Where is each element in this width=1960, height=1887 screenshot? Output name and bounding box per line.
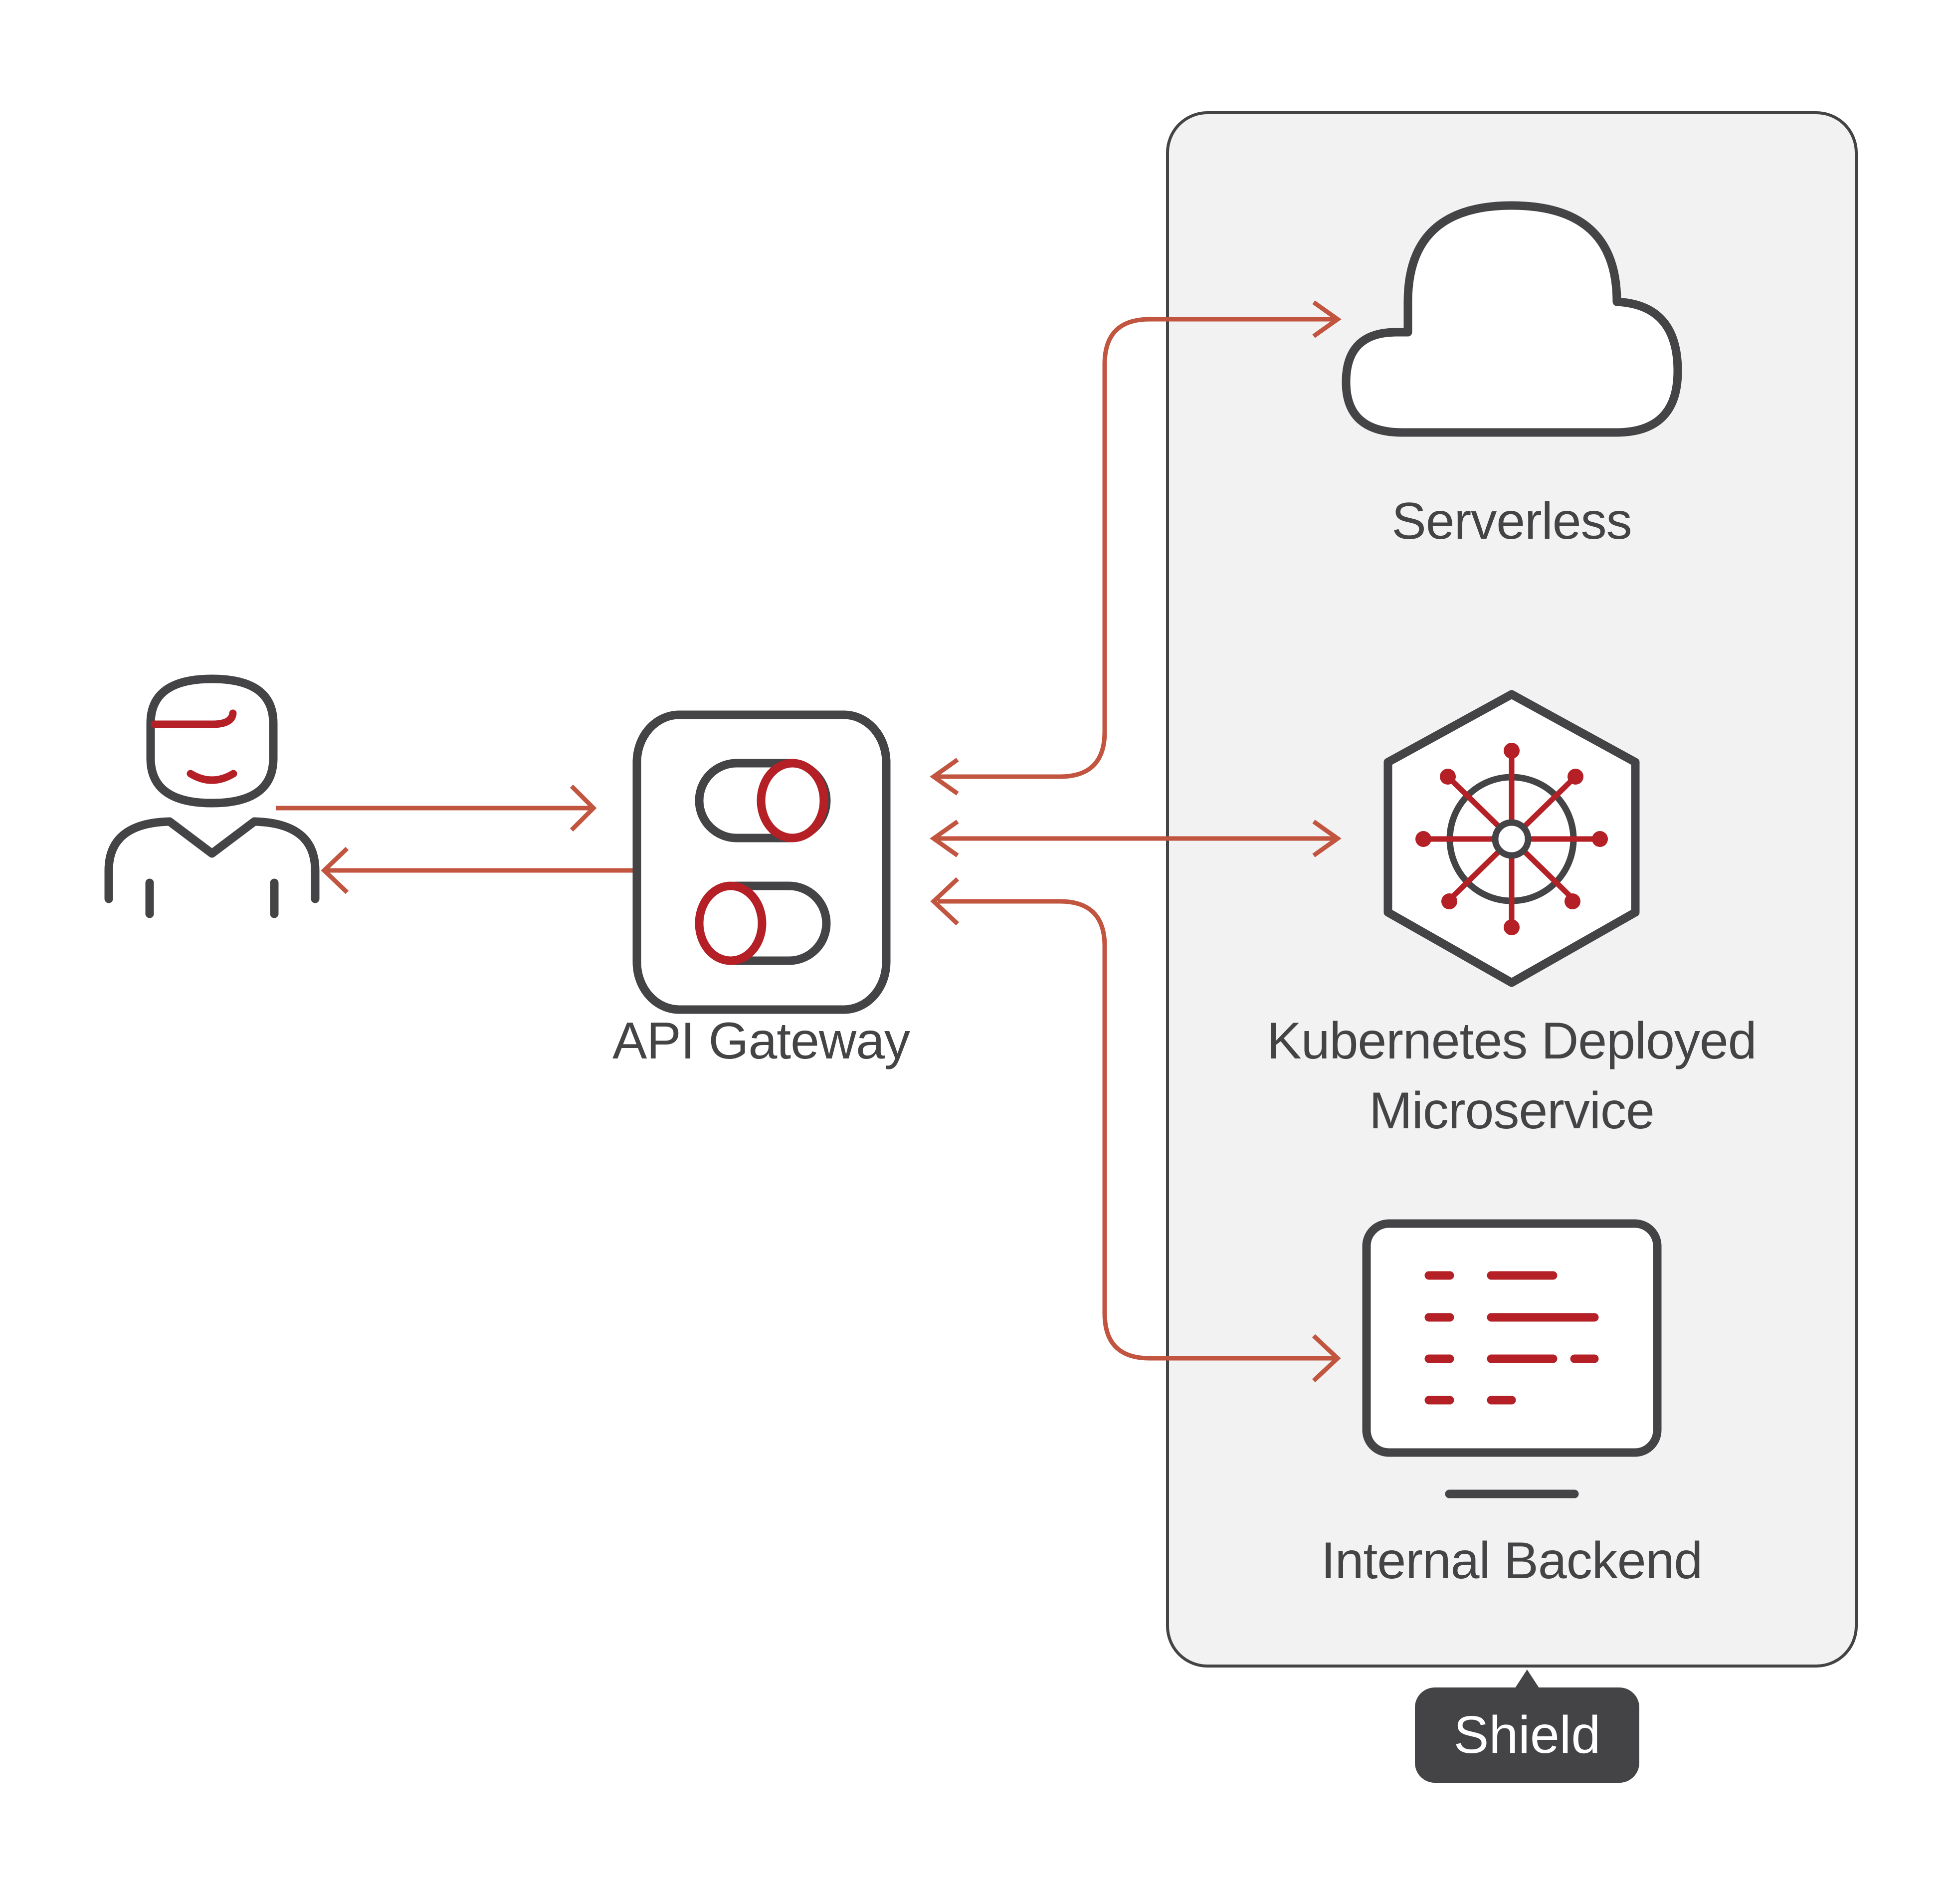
arrowhead-right [1312,820,1342,857]
kubernetes-label-line1: Kubernetes Deployed [1267,1012,1757,1070]
arrowhead-right [1312,300,1342,338]
user-icon [104,674,320,918]
api-gateway-label: API Gateway [612,1012,910,1070]
edge-gateway-backend [930,877,1341,1383]
arrowhead-right [1312,1334,1341,1383]
edge-gateway-kubernetes [930,820,1342,857]
kubernetes-label-line2: Microservice [1369,1082,1655,1140]
toggle-switches-icon [632,710,891,1014]
arrowhead-left [930,877,960,926]
arrowhead-left [321,846,349,894]
cloud-icon [1342,201,1682,437]
shield-badge-label: Shield [1453,1705,1601,1764]
edge-gateway-to-user [321,846,633,894]
arrowhead-left [930,820,959,857]
monitor-icon [1362,1219,1662,1498]
arrowhead-left [930,758,959,796]
shield-badge [1415,1670,1639,1783]
internal-backend-label: Internal Backend [1321,1532,1703,1590]
edge-user-to-gateway [276,784,597,832]
kubernetes-helm-icon [1383,690,1640,987]
edge-gateway-serverless [930,300,1342,796]
arrowhead-right [570,784,597,832]
serverless-label: Serverless [1391,492,1632,550]
